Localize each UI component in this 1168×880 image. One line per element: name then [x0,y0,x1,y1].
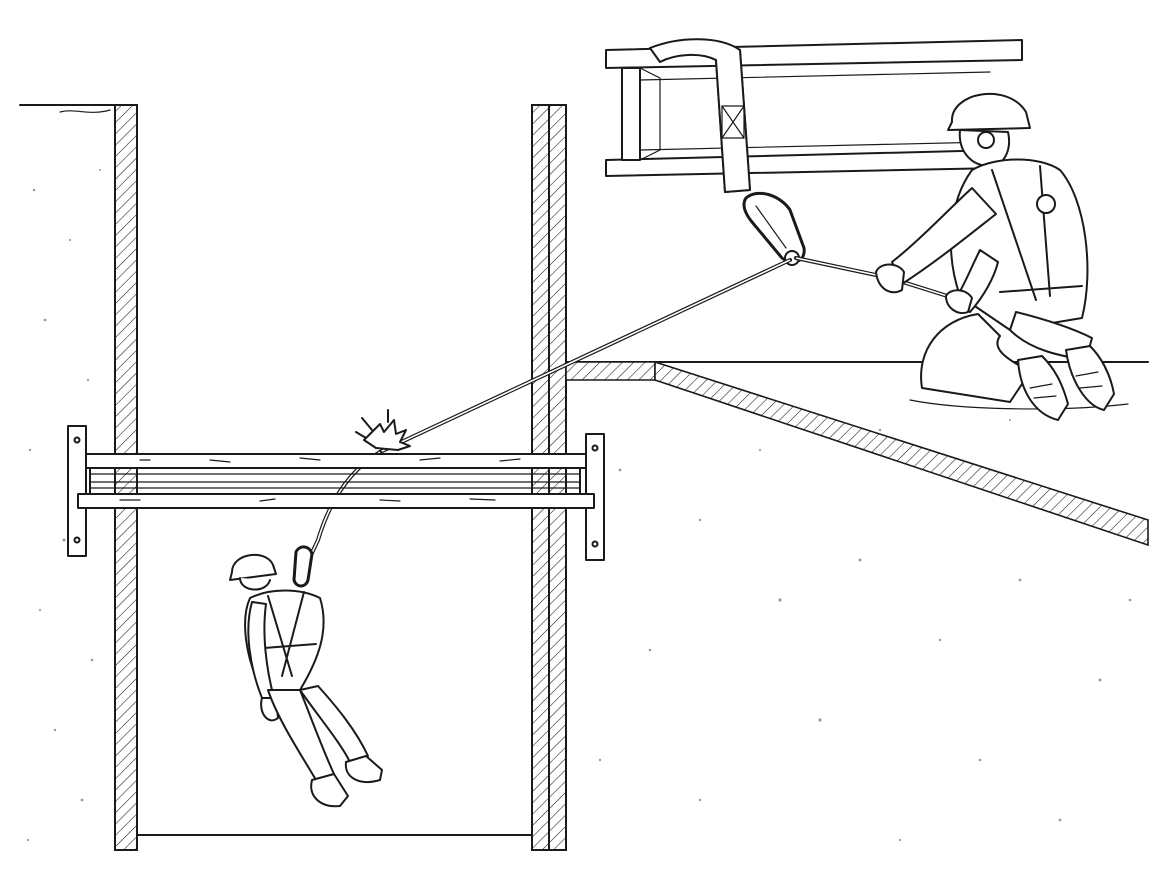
rescuer-helmet [947,92,1031,131]
carabiner [742,191,806,266]
anchor-strap [649,38,751,193]
rescuer-hand-front [875,263,905,294]
impact-burst [355,409,411,451]
rescuer-boot-right [1065,345,1115,411]
suspended-worker [229,545,383,808]
rescuer-kneeling [875,92,1129,421]
worker-helmet [229,553,277,581]
concrete-speckle-left [26,169,101,842]
steel-i-beam [605,39,1023,177]
concrete-speckle-floor [598,419,1132,842]
worker-boot-left [310,773,349,808]
rescuer-hand-back [945,289,973,314]
shaft-wall-right [531,104,567,851]
shaft-wall-left [19,104,138,851]
floor-slab [565,360,1149,842]
worker-boot-right [344,755,383,783]
rescuer-boot-left [1017,355,1069,421]
cross-beam [67,425,605,561]
lifeline-rope [302,256,962,572]
